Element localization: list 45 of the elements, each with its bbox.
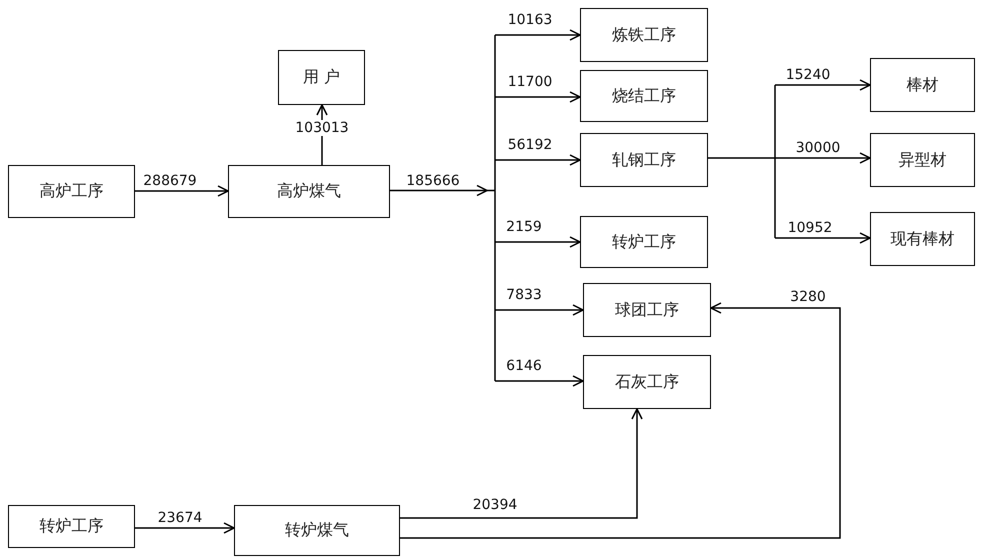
box-label: 异型材 — [898, 150, 946, 170]
arrow — [775, 79, 871, 91]
box-label: 用 户 — [302, 67, 340, 88]
arrow — [495, 375, 584, 387]
arrow — [495, 154, 581, 166]
arrow — [775, 152, 871, 164]
box-label: 棒材 — [906, 74, 938, 96]
arrow — [495, 29, 581, 41]
arrow — [495, 304, 584, 316]
process-box — [583, 283, 711, 337]
process-box — [8, 165, 135, 218]
box-label: 高炉工序 — [40, 181, 104, 202]
arrow — [135, 185, 229, 197]
arrow — [775, 232, 871, 244]
process-box — [580, 216, 708, 268]
process-box — [580, 8, 708, 62]
box-label: 高炉煤气 — [277, 181, 341, 202]
process-box — [234, 505, 400, 556]
connector-trunk — [774, 85, 776, 238]
arrow — [135, 522, 235, 534]
arrow — [400, 302, 841, 539]
box-label: 转炉煤气 — [285, 520, 349, 541]
process-box — [870, 212, 975, 266]
connector-trunk — [708, 157, 775, 159]
box-label: 石灰工序 — [615, 372, 679, 392]
connector-trunk — [494, 35, 496, 381]
arrow — [495, 236, 581, 248]
process-box — [278, 50, 365, 105]
box-label: 烧结工序 — [612, 86, 676, 106]
arrow — [400, 408, 643, 519]
process-box — [870, 58, 975, 112]
process-box — [580, 70, 708, 122]
box-label: 现有棒材 — [890, 228, 954, 250]
box-label: 转炉工序 — [612, 232, 676, 252]
process-box — [870, 133, 975, 187]
box-label: 轧钢工序 — [612, 150, 676, 170]
process-box — [228, 165, 390, 218]
process-box — [580, 133, 708, 187]
process-box — [8, 505, 135, 548]
connector-trunk — [390, 184, 495, 196]
box-label: 球团工序 — [615, 300, 679, 320]
process-box — [583, 355, 711, 409]
box-label: 转炉工序 — [40, 516, 104, 537]
arrow — [495, 91, 581, 103]
box-label: 炼铁工序 — [612, 24, 676, 46]
